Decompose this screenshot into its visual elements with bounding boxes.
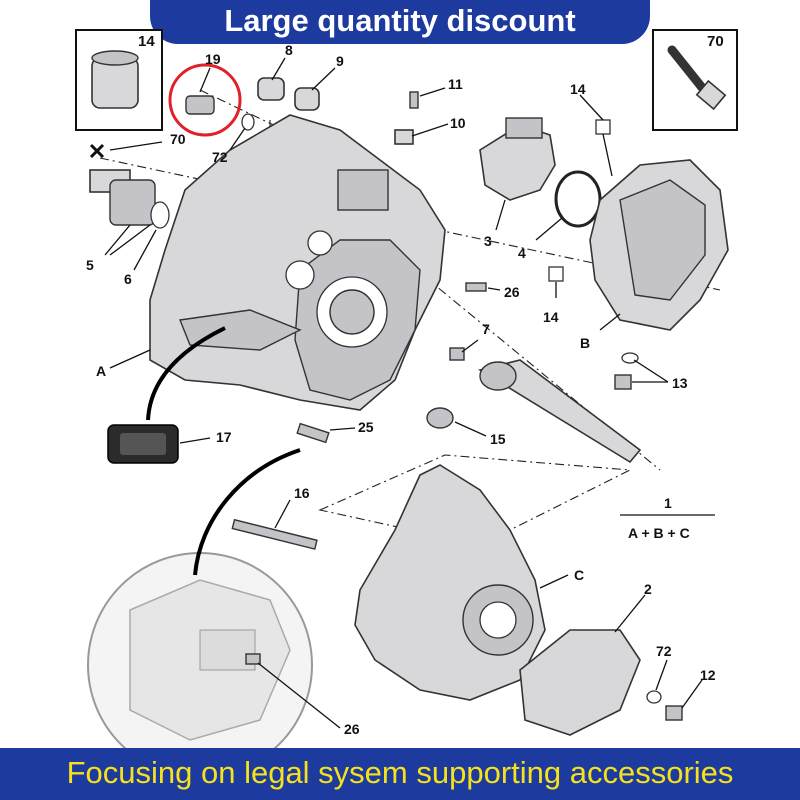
plug-14-top: [595, 119, 611, 135]
link-curve-17: [146, 326, 226, 421]
label-12: 12: [700, 667, 716, 683]
label-72-top: 72: [212, 149, 228, 165]
label-2: 2: [644, 581, 652, 597]
input-guide-5: [89, 169, 170, 229]
label-70: 70: [170, 131, 186, 147]
bolt-12: [665, 705, 683, 721]
part-8: [257, 77, 285, 101]
case-c: [354, 464, 546, 701]
label-72-bottom: 72: [656, 643, 672, 659]
label-a: A: [96, 363, 106, 379]
inset-box-14: 14: [75, 29, 163, 131]
label-13: 13: [672, 375, 688, 391]
label-19: 19: [205, 51, 221, 67]
label-17: 17: [216, 429, 232, 445]
part-17: [107, 424, 179, 464]
label-6: 6: [124, 271, 132, 287]
top-banner: Large quantity discount: [150, 0, 650, 44]
cross-marker-icon: [89, 143, 105, 159]
plug-14-side: [548, 266, 564, 282]
part-3: [479, 117, 556, 201]
plug-7: [449, 347, 465, 361]
sensor-10: [394, 129, 414, 145]
label-16: 16: [294, 485, 310, 501]
rod-16: [231, 518, 318, 550]
link-curve-26: [193, 448, 301, 576]
part-9: [294, 87, 320, 111]
label-1-subtitle: A + B + C: [628, 525, 690, 541]
label-5: 5: [86, 257, 94, 273]
label-14-inset: 14: [138, 33, 155, 50]
bottom-banner: Focusing on legal sysem supporting acces…: [0, 748, 800, 800]
seal-72: [241, 113, 255, 131]
seal-72-bottom: [646, 690, 662, 704]
label-26-bottom: 26: [344, 721, 360, 737]
label-9: 9: [336, 53, 344, 69]
inset-box-70: 70: [652, 29, 738, 131]
part-19-highlighted: [168, 63, 242, 137]
label-c: C: [574, 567, 584, 583]
label-1: 1: [664, 495, 672, 511]
label-b: B: [580, 335, 590, 351]
cover-2: [519, 629, 641, 736]
bolt-11: [409, 91, 419, 109]
case-a: [149, 114, 446, 411]
plug-15: [426, 407, 454, 429]
parts-13: [614, 352, 639, 390]
cover-b: [589, 159, 729, 331]
label-70-inset: 70: [707, 33, 724, 50]
main-shaft: [477, 359, 642, 464]
label-7: 7: [482, 321, 490, 337]
label-3: 3: [484, 233, 492, 249]
label-10: 10: [450, 115, 466, 131]
label-15: 15: [490, 431, 506, 447]
label-25: 25: [358, 419, 374, 435]
label-26-top: 26: [504, 284, 520, 300]
label-4: 4: [518, 245, 526, 261]
label-14-top: 14: [570, 81, 586, 97]
pin-25: [296, 422, 330, 444]
detail-inset-circle: [87, 552, 313, 778]
label-11: 11: [448, 76, 463, 92]
oring-4: [554, 170, 602, 228]
leader-lines: [104, 57, 715, 729]
bolt-26-top: [465, 282, 487, 292]
label-14-side: 14: [543, 309, 559, 325]
label-8: 8: [285, 42, 293, 58]
